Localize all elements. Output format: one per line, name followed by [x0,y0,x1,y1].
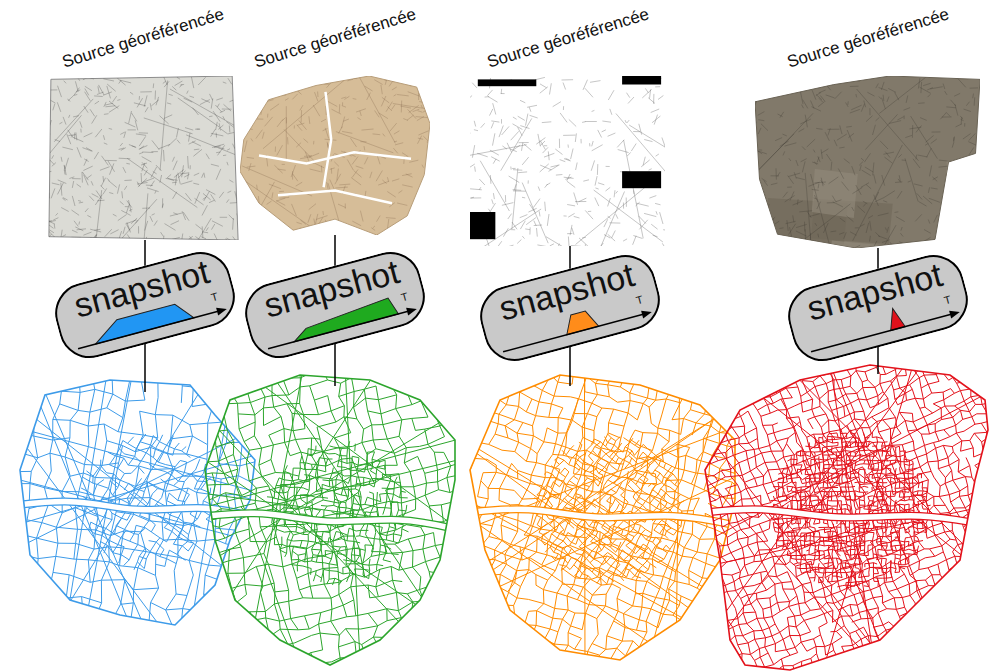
street-network [0,41,533,672]
river [695,509,992,527]
map-patch [812,169,858,218]
source-map-image [755,76,980,248]
map-sheet [240,76,430,235]
map-ink [470,77,665,246]
river-bank [195,513,465,531]
time-axis-head [641,308,653,318]
map-texture [240,76,430,235]
source-map-image [45,76,240,240]
river [195,513,465,531]
georeferenced-source: Source géoréférencée [240,0,430,235]
river-bank [695,509,992,527]
network-outline [470,375,735,660]
street-network [200,60,992,672]
time-axis-head [216,305,228,315]
sheet-gap [259,152,411,163]
map-ink [45,76,240,240]
map-patch [944,161,980,213]
snapshot-box: snapshotT [238,245,432,365]
black-margin [470,212,495,239]
black-margin [478,79,537,86]
sheet-gap [324,92,332,187]
snapshot-box: snapshotT [473,248,667,368]
time-axis-head [406,305,418,315]
street-lines [0,41,533,672]
source-map-image [240,76,430,235]
street-lines [200,60,992,672]
source-map-image [470,76,665,246]
black-margin [622,171,661,188]
street-networks [0,41,992,672]
snapshot-outline [474,249,665,367]
snapshot-box: snapshotT [48,245,242,365]
network-outline [20,380,255,625]
map-texture [45,76,240,240]
map-patch [944,164,981,221]
snapshot-outline [782,249,973,367]
sheet-gap [278,191,392,204]
snapshot-outline [239,246,430,364]
connector [877,248,879,269]
map-ink [240,76,430,235]
connector [144,240,146,266]
map-texture [755,76,980,248]
connector [569,246,571,269]
street-network [451,47,992,672]
source-heading: Source géoréférencée [485,5,651,70]
connector [334,235,336,266]
network-outline [705,365,988,670]
street-lines [451,47,992,672]
source-heading: Source géoréférencée [785,5,951,70]
time-axis-head [949,308,961,318]
map-texture [470,76,665,246]
map-ink [755,76,980,248]
georeferenced-source: Source géoréférencée [470,0,665,246]
river-bank [460,509,745,527]
snapshot-outline [49,246,240,364]
black-margin [622,76,661,85]
source-heading: Source géoréférencée [60,5,226,70]
source-heading: Source géoréférencée [252,5,418,70]
river [460,509,745,527]
network-outline [205,375,455,665]
snapshot-box: snapshotT [781,248,975,368]
georeferenced-source: Source géoréférencée [755,0,980,248]
georeferenced-source: Source géoréférencée [45,0,240,240]
